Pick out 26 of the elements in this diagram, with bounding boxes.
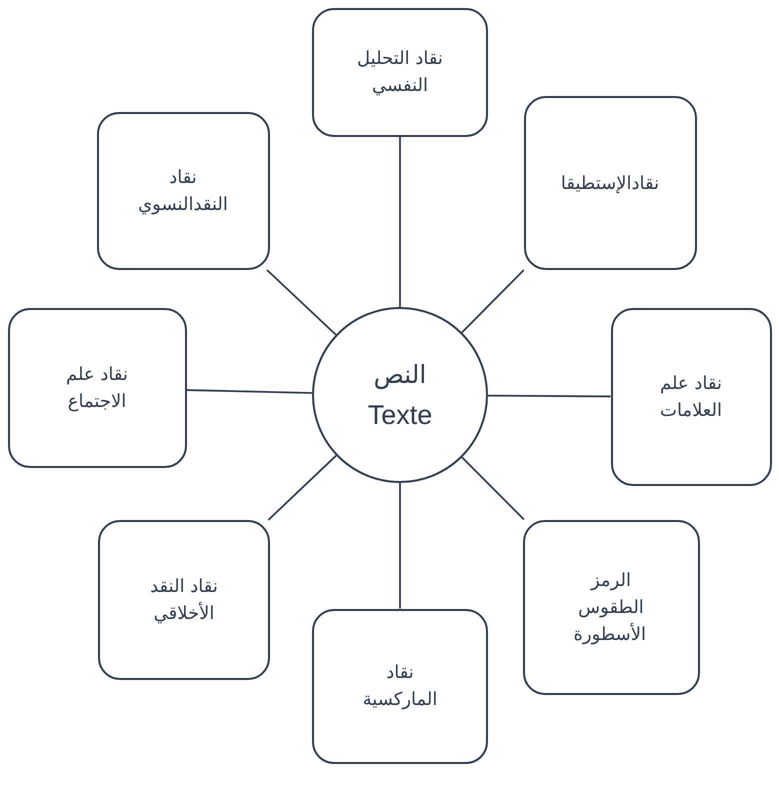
box-label: نقاد التحليل النفسي (356, 47, 444, 98)
connector-line (186, 389, 312, 394)
connector-line (461, 456, 525, 520)
rounded-box (312, 8, 488, 136)
box-label: نقاد الماركسية (362, 661, 438, 712)
box-label: نقادالإستطيقا (560, 172, 660, 196)
box-label: نقاد علم الاجتماع (64, 363, 129, 414)
connector-line (266, 269, 336, 336)
rounded-box (524, 96, 696, 270)
connector-line (399, 136, 401, 307)
rounded-box (312, 608, 488, 764)
connector-line (488, 394, 610, 398)
box-label: نقاد علم العلامات (658, 372, 723, 423)
rounded-box (98, 520, 270, 680)
rounded-box (610, 308, 772, 486)
box-label: نقاد النقد الأخلاقي (149, 575, 219, 626)
rounded-box (522, 520, 700, 694)
box-label: الرمز الطقوس الأسطورة (576, 568, 646, 646)
connector-line (461, 269, 524, 334)
box-label: نقاد النقدالنسوي (137, 166, 229, 217)
rounded-box (8, 308, 186, 468)
connector-line (399, 483, 401, 608)
center-label: Texte (368, 399, 432, 432)
rounded-box (96, 112, 270, 270)
center-label: النص (374, 359, 426, 392)
connector-line (268, 454, 337, 521)
